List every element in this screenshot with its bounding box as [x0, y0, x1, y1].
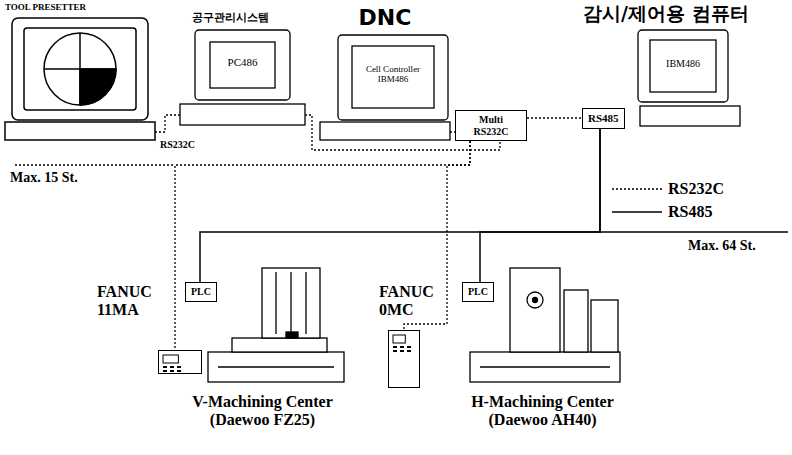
rs485-line	[200, 129, 600, 282]
node-text: IBM486	[650, 58, 716, 69]
wire-extensions-part	[15, 164, 175, 165]
tool-presetter-art-part	[24, 28, 136, 110]
device-key	[177, 366, 181, 368]
wire-extensions-part	[600, 231, 788, 233]
node-text: TOOL PRESETTER	[5, 2, 155, 12]
v-machining-center-art-part	[275, 272, 276, 334]
tool-presetter-art-part	[79, 33, 81, 105]
machine-caption: V-Machining Center (Daewoo FZ25)	[175, 393, 350, 430]
h-machining-center-art-part	[510, 268, 560, 352]
plc-box: PLC	[185, 282, 217, 302]
rs232c-line	[527, 117, 582, 118]
h-machining-center-art-part	[591, 300, 618, 352]
v-machining-center-art-part	[232, 338, 327, 352]
node-text: PC486	[210, 56, 275, 68]
device-key	[393, 350, 397, 352]
device-key	[407, 346, 411, 348]
rs232c-line	[175, 141, 470, 350]
monitor-pc-art-part	[650, 40, 716, 92]
tool-presetter-art-part	[80, 69, 116, 105]
pc-art-part	[180, 104, 305, 125]
monitor-pc-art-part	[638, 30, 728, 102]
node-heading: 공구관리시스템	[192, 12, 302, 24]
node-heading: 감시/제어용 컴퓨터	[583, 3, 783, 24]
device-key	[163, 370, 167, 372]
wire-extensions	[15, 165, 788, 232]
device-key	[400, 350, 404, 352]
h-machining-center-art-part	[564, 290, 588, 352]
v-machining-center-art-part	[218, 366, 334, 367]
node-text: Cell Controller IBM486	[352, 64, 434, 84]
pc-art-part	[195, 30, 290, 100]
dnc-art	[320, 35, 450, 140]
device-screen	[393, 335, 405, 343]
node-text: PLC	[191, 286, 211, 298]
node-text: FANUC 11MA	[97, 283, 157, 319]
monitor-pc-art	[638, 30, 740, 126]
monitor-pc-art-part	[640, 106, 740, 126]
device-detail	[389, 331, 418, 386]
rs485-line	[480, 129, 600, 282]
h-machining-center-art-part	[527, 292, 543, 308]
v-machining-center-art-part	[290, 272, 291, 334]
h-machining-center-art-part	[470, 352, 620, 382]
node-text: PLC	[468, 286, 488, 298]
edge-label: RS232C	[160, 139, 195, 150]
pc-computer: 공구관리시스템PC486	[180, 30, 305, 125]
v-machining-center-art-part	[286, 332, 298, 338]
v-machining-center-art	[208, 268, 344, 382]
cnc-cabinet: FANUC 0MC	[388, 330, 420, 388]
legend-text: RS232C	[668, 180, 724, 198]
plc-box: PLC	[462, 282, 494, 302]
node-text: FANUC 0MC	[379, 283, 441, 319]
pc-art-part	[210, 42, 275, 88]
device-key	[400, 346, 404, 348]
rs232c-line	[155, 115, 180, 132]
device-key	[407, 350, 411, 352]
legend-text: RS485	[668, 203, 712, 221]
h-machining-center-art-part	[480, 366, 610, 367]
device-key	[177, 370, 181, 372]
tool-presetter-art-part	[44, 33, 116, 105]
pc-art	[180, 30, 305, 125]
tool-presetter-art-part	[5, 122, 155, 140]
multi-rs232c-box: Multi RS232C	[455, 110, 527, 141]
tool-presetter-art	[5, 18, 155, 140]
tool-presetter: TOOL PRESETTER	[5, 18, 155, 140]
h-machining-center-art-part	[533, 298, 538, 303]
rs232c-line	[404, 141, 470, 330]
device-key	[163, 366, 167, 368]
tool-presetter-art-part	[12, 18, 148, 120]
node-text: RS485	[588, 112, 619, 125]
cnc-pendant: FANUC 11MA	[158, 350, 202, 374]
device-key	[170, 370, 174, 372]
dnc-computer: DNCCell Controller IBM486	[320, 35, 450, 140]
v-machining-center-art-part	[262, 268, 320, 338]
device-key	[170, 366, 174, 368]
node-text: Multi RS232C	[461, 114, 521, 137]
dnc-art-part	[338, 35, 448, 120]
station-limit: Max. 64 St.	[688, 238, 788, 254]
node-heading: DNC	[320, 6, 450, 31]
device-detail	[159, 351, 200, 372]
v-machining-center-art-part	[305, 272, 306, 334]
dnc-art-part	[320, 122, 450, 140]
device-screen	[163, 355, 178, 363]
machine-caption: H-Machining Center (Daewoo AH40)	[455, 393, 630, 430]
dnc-art-part	[352, 46, 434, 108]
monitor-computer: 감시/제어용 컴퓨터IBM486	[635, 30, 740, 126]
legend-sample	[612, 188, 662, 189]
station-limit: Max. 15 St.	[10, 170, 120, 186]
legend-sample	[612, 211, 662, 213]
rs485-box: RS485	[582, 108, 625, 129]
v-machining-center-art-part	[208, 352, 344, 382]
device-key	[393, 346, 397, 348]
